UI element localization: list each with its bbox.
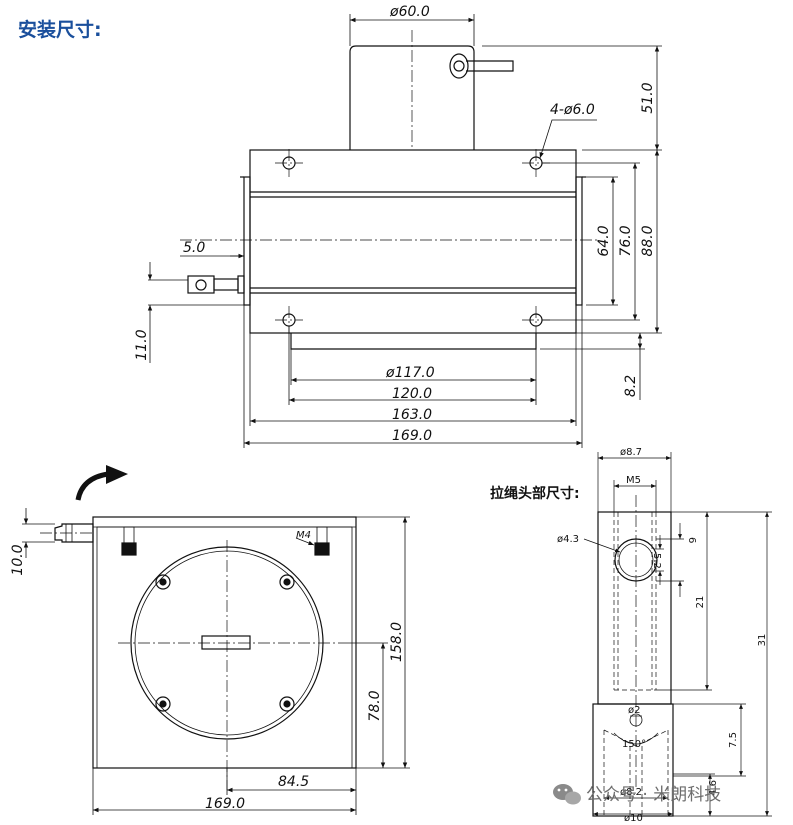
dim-6: 6 (686, 537, 697, 543)
dim-51: 51.0 (640, 82, 656, 113)
main-body (249, 149, 577, 334)
dim-21: 21 (695, 596, 706, 609)
cable-outlet-inner (453, 60, 465, 72)
dim-158: 158.0 (389, 622, 405, 662)
dim-m5: M5 (626, 475, 641, 486)
rope-head-base (592, 703, 674, 817)
dim-163: 163.0 (392, 407, 432, 423)
wechat-icon (553, 784, 581, 805)
rotate-arrow-icon (75, 471, 109, 501)
dim-31: 31 (757, 634, 768, 647)
dim-88: 88.0 (640, 225, 656, 256)
dim-dia-8-2: ø8.2 (620, 787, 642, 798)
dim-angle-150: 150° (622, 739, 646, 750)
side-view (54, 465, 357, 769)
dim-169: 169.0 (392, 428, 432, 444)
watermark: 公众号 · 米朗科技 (553, 784, 721, 805)
dim-5-2: 5.2 (651, 553, 662, 569)
dim-84-5: 84.5 (278, 774, 309, 790)
rope-head-dimensions (583, 452, 772, 817)
dim-76: 76.0 (618, 225, 634, 256)
dim-holes-4x6: 4-ø6.0 (550, 102, 595, 118)
dim-78: 78.0 (367, 690, 383, 721)
cable-outlet (449, 53, 469, 79)
rope-head-title: 拉绳头部尺寸: (490, 485, 580, 502)
rope-head-hidden (603, 512, 669, 816)
dim-dia-10: ø10 (624, 813, 643, 821)
dim-11: 11.0 (134, 329, 150, 360)
center-slot (201, 635, 251, 650)
front-view (187, 45, 586, 350)
page-title: 安装尺寸: (18, 18, 102, 41)
dim-dia-60: ø60.0 (389, 4, 430, 20)
side-rope-head (54, 523, 94, 543)
dim-dia-2: ø2 (628, 705, 640, 716)
dim-5: 5.0 (183, 240, 205, 256)
dim-64: 64.0 (596, 225, 612, 256)
dim-120: 120.0 (392, 386, 432, 402)
dim-dia-117: ø117.0 (385, 365, 435, 381)
label-m4: M4 (296, 530, 311, 541)
front-dimensions (147, 14, 662, 448)
dim-7-5: 7.5 (728, 732, 739, 748)
dim-dia-4-3: ø4.3 (557, 534, 579, 545)
dim-10: 10.0 (10, 544, 26, 575)
cable-rod (466, 60, 514, 72)
dim-8-2: 8.2 (623, 375, 639, 397)
dim-dia-8-7: ø8.7 (620, 447, 642, 458)
watermark-text: 公众号 · 米朗科技 (586, 785, 721, 805)
side-centerlines (40, 532, 340, 790)
dim-4-6: 4.6 (708, 780, 719, 796)
dim-169-side: 169.0 (205, 796, 245, 812)
side-dimensions (22, 508, 410, 815)
